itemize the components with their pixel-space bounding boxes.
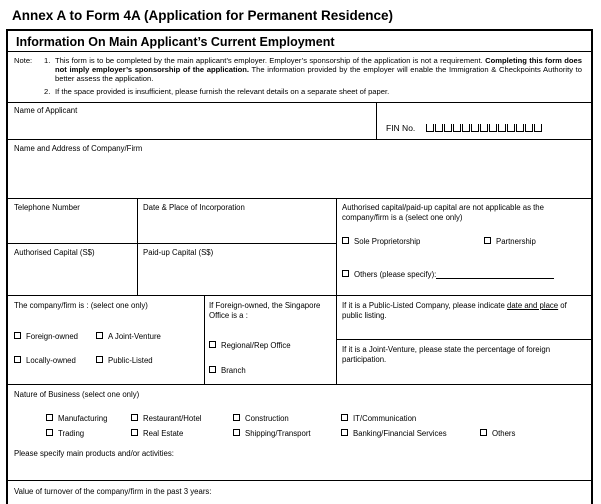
option-shipping-transport[interactable]: Shipping/Transport (233, 429, 311, 439)
option-branch[interactable]: Branch (209, 366, 246, 376)
checkbox[interactable] (96, 332, 103, 339)
checkbox[interactable] (14, 332, 21, 339)
option-others-specify[interactable]: Others (please specify): (342, 270, 555, 280)
checkbox[interactable] (480, 429, 487, 436)
divider (8, 198, 591, 199)
checkbox[interactable] (14, 356, 21, 363)
divider (8, 384, 591, 385)
checkbox[interactable] (46, 414, 53, 421)
option-real-estate[interactable]: Real Estate (131, 429, 183, 439)
option-it-communication[interactable]: IT/Communication (341, 414, 416, 424)
checkbox[interactable] (96, 356, 103, 363)
divider (204, 295, 205, 384)
option-locally-owned[interactable]: Locally-owned (14, 356, 76, 366)
divider (376, 102, 377, 139)
authorised-capital-label: Authorised Capital (S$) (14, 248, 95, 257)
fin-digit-box[interactable] (489, 124, 498, 132)
note-label: Note: (14, 56, 33, 65)
note-1-text: This form is to be completed by the main… (55, 56, 582, 83)
incorporation-label: Date & Place of Incorporation (143, 203, 245, 212)
fin-digit-box[interactable] (507, 124, 516, 132)
divider (8, 139, 591, 140)
company-name-address-label: Name and Address of Company/Firm (14, 144, 143, 153)
checkbox[interactable] (341, 429, 348, 436)
checkbox[interactable] (131, 414, 138, 421)
divider (137, 198, 138, 295)
option-partnership[interactable]: Partnership (484, 237, 536, 247)
checkbox[interactable] (484, 237, 491, 244)
company-type-label: The company/firm is : (select one only) (14, 301, 148, 310)
note-2-text: If the space provided is insufficient, p… (55, 87, 390, 96)
checkbox[interactable] (46, 429, 53, 436)
option-banking-financial[interactable]: Banking/Financial Services (341, 429, 447, 439)
note-1-number: 1. (44, 56, 51, 65)
option-sole-proprietorship[interactable]: Sole Proprietorship (342, 237, 420, 247)
employment-form: Information On Main Applicant’s Current … (6, 29, 593, 504)
checkbox[interactable] (209, 366, 216, 373)
divider (8, 102, 591, 103)
others-specify-line[interactable] (436, 270, 555, 279)
divider (8, 295, 591, 296)
option-joint-venture[interactable]: A Joint-Venture (96, 332, 161, 342)
public-listed-note: If it is a Public-Listed Company, please… (342, 301, 567, 320)
checkbox[interactable] (209, 341, 216, 348)
nature-of-business-label: Nature of Business (select one only) (14, 390, 140, 399)
fin-digit-box[interactable] (435, 124, 444, 132)
option-foreign-owned[interactable]: Foreign-owned (14, 332, 78, 342)
fin-digit-box[interactable] (453, 124, 462, 132)
fin-digit-box[interactable] (525, 124, 534, 132)
annex-title: Annex A to Form 4A (Application for Perm… (12, 8, 394, 23)
turnover-label: Value of turnover of the company/firm in… (14, 487, 212, 496)
fin-digit-box[interactable] (498, 124, 507, 132)
option-trading[interactable]: Trading (46, 429, 84, 439)
checkbox[interactable] (131, 429, 138, 436)
divider (336, 198, 337, 384)
main-products-label: Please specify main products and/or acti… (14, 449, 174, 458)
option-restaurant-hotel[interactable]: Restaurant/Hotel (131, 414, 202, 424)
divider (336, 339, 591, 340)
divider (8, 480, 591, 481)
option-construction[interactable]: Construction (233, 414, 289, 424)
name-of-applicant-label: Name of Applicant (14, 106, 78, 115)
fin-digit-box[interactable] (444, 124, 453, 132)
note-1-bold-text: Completing this form does not imply empl… (55, 56, 582, 74)
option-public-listed[interactable]: Public-Listed (96, 356, 153, 366)
fin-digit-box[interactable] (426, 124, 435, 132)
option-regional-rep-office[interactable]: Regional/Rep Office (209, 341, 291, 351)
fin-digit-box[interactable] (534, 124, 543, 132)
joint-venture-note: If it is a Joint-Venture, please state t… (342, 345, 551, 364)
fin-digit-box[interactable] (462, 124, 471, 132)
checkbox[interactable] (342, 237, 349, 244)
section-title: Information On Main Applicant’s Current … (16, 35, 335, 49)
checkbox[interactable] (342, 270, 349, 277)
fin-number-field[interactable]: FIN No. (386, 123, 543, 133)
checkbox[interactable] (341, 414, 348, 421)
telephone-label: Telephone Number (14, 203, 80, 212)
title-divider (8, 51, 591, 52)
capital-not-applicable-note: Authorised capital/paid-up capital are n… (342, 203, 544, 222)
checkbox[interactable] (233, 414, 240, 421)
foreign-office-label: If Foreign-owned, the Singapore Office i… (209, 301, 321, 320)
option-others[interactable]: Others (480, 429, 515, 439)
fin-digit-box[interactable] (516, 124, 525, 132)
fin-digit-box[interactable] (471, 124, 480, 132)
option-manufacturing[interactable]: Manufacturing (46, 414, 107, 424)
note-2-number: 2. (44, 87, 51, 96)
divider (8, 243, 336, 244)
fin-number-label: FIN No. (386, 123, 416, 133)
fin-digit-box[interactable] (480, 124, 489, 132)
paidup-capital-label: Paid-up Capital (S$) (143, 248, 214, 257)
checkbox[interactable] (233, 429, 240, 436)
